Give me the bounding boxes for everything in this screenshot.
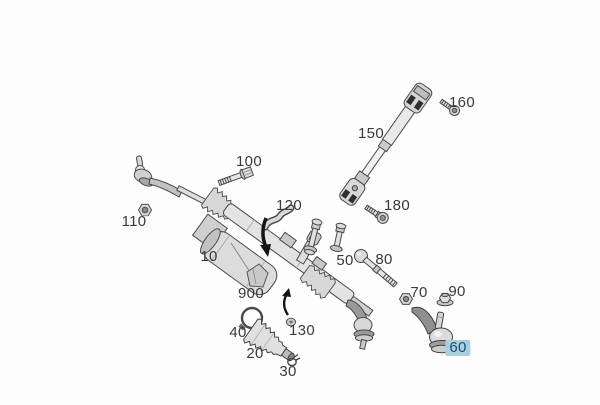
- part-label-180[interactable]: 180: [384, 197, 410, 214]
- part-label-150[interactable]: 150: [358, 125, 384, 142]
- bolt-160: [439, 98, 461, 116]
- arrow-130: [282, 288, 291, 316]
- clamp-30: [287, 353, 301, 367]
- part-label-160[interactable]: 160: [449, 94, 475, 111]
- marker-900: [230, 242, 269, 288]
- nut-110: [137, 203, 153, 217]
- washer-130: [285, 317, 297, 327]
- part-label-10[interactable]: 10: [200, 248, 218, 265]
- part-label-120[interactable]: 120: [276, 197, 302, 214]
- part-label-80[interactable]: 80: [375, 251, 393, 268]
- bolt-180: [364, 204, 389, 224]
- part-label-30[interactable]: 30: [279, 363, 297, 380]
- part-label-110[interactable]: 110: [121, 213, 147, 230]
- part-label-60[interactable]: 60: [445, 340, 471, 356]
- steering-shaft: [339, 82, 433, 206]
- tie-rod-end-60: [411, 306, 455, 354]
- nut-90: [436, 292, 454, 307]
- part-label-100[interactable]: 100: [236, 153, 262, 170]
- part-label-70[interactable]: 70: [410, 284, 428, 301]
- arrow-120: [260, 217, 271, 257]
- part-label-900[interactable]: 900: [238, 285, 264, 302]
- part-label-130[interactable]: 130: [289, 322, 315, 339]
- part-label-50[interactable]: 50: [336, 252, 354, 269]
- part-label-20[interactable]: 20: [246, 345, 264, 362]
- part-label-40[interactable]: 40: [229, 324, 247, 341]
- bolts-50: [303, 218, 347, 256]
- nut-70: [398, 293, 414, 305]
- part-label-90[interactable]: 90: [448, 283, 466, 300]
- bracket-120: [261, 204, 295, 231]
- bolt-100: [217, 166, 255, 186]
- tie-rod-80: [354, 249, 398, 288]
